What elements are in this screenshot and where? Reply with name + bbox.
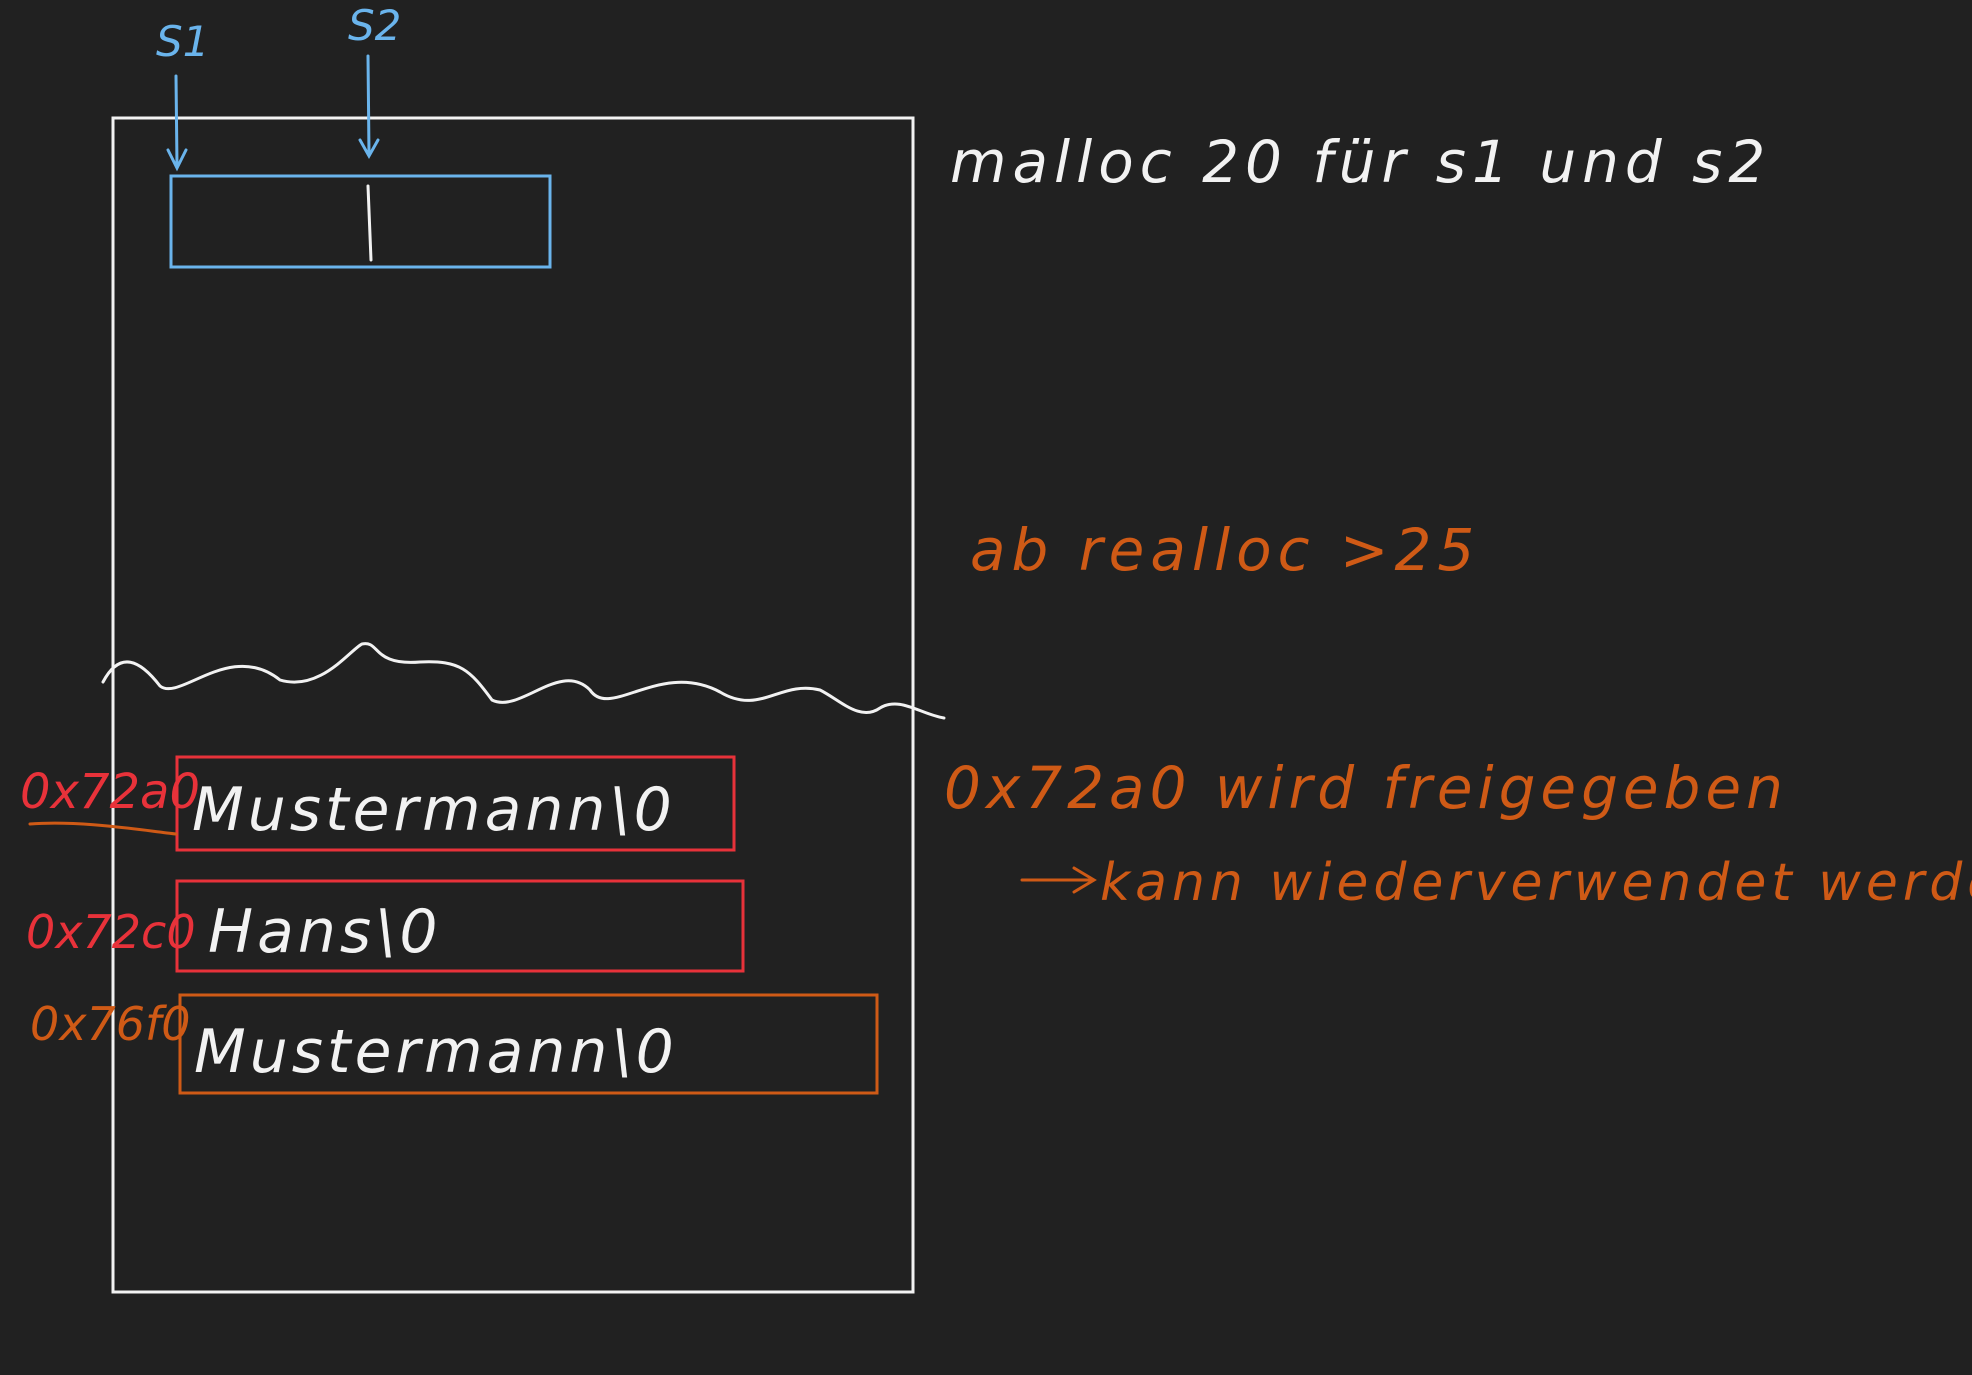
malloc-block-divider [366, 184, 373, 262]
note-freed: 0x72a0 wird freigegeben [944, 754, 1788, 822]
note-realloc: ab realloc >25 [970, 516, 1480, 584]
memory-block-1-address-link [28, 821, 178, 836]
malloc-block [169, 174, 552, 269]
pointer-arrow-s2 [358, 54, 380, 160]
pointer-label-s2: S2 [348, 1, 401, 50]
memory-block-2 [175, 879, 745, 973]
pointer-arrow-s1 [166, 74, 188, 172]
pointer-label-s1: S1 [156, 17, 209, 66]
reuse-arrow-icon [1020, 866, 1097, 894]
memory-block-1-content: Mustermann\0 [192, 775, 676, 845]
memory-block-1-address: 0x72a0 [20, 764, 200, 820]
memory-block-3 [178, 993, 879, 1095]
heap-memory-box [111, 116, 915, 1294]
memory-block-3-content: Mustermann\0 [194, 1017, 678, 1087]
memory-block-1 [175, 755, 736, 852]
memory-block-2-content: Hans\0 [208, 897, 442, 967]
memory-block-2-address: 0x72c0 [26, 905, 196, 959]
memory-break-line [101, 642, 946, 720]
memory-block-3-address: 0x76f0 [30, 997, 190, 1051]
note-reuse: kann wiederverwendet werden! [1100, 853, 1972, 913]
note-malloc: malloc 20 für s1 und s2 [950, 128, 1771, 196]
